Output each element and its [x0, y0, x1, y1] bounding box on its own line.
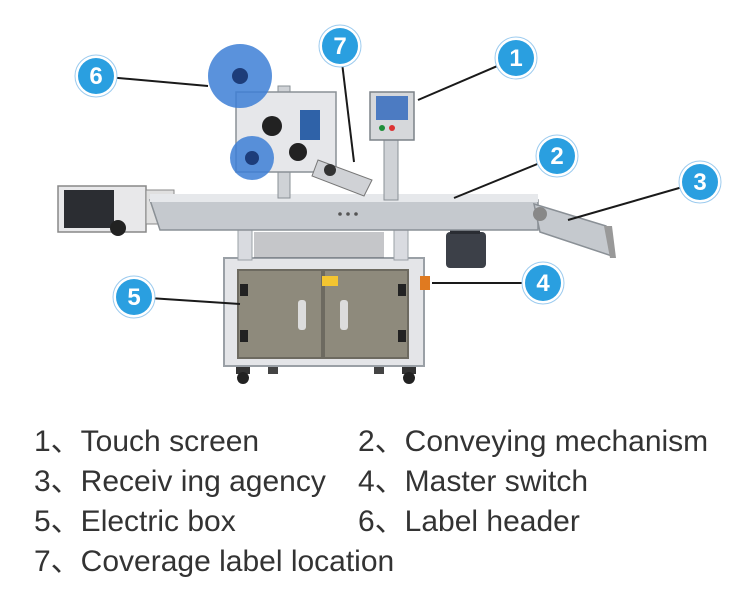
machine-illustration	[57, 44, 616, 384]
callout-circle	[525, 265, 561, 301]
callout-master-switch: 4	[521, 261, 565, 305]
motor	[446, 226, 486, 268]
callout-number: 5	[127, 284, 140, 311]
callout-number: 4	[536, 270, 550, 297]
callout-label-header: 6	[74, 54, 118, 98]
callout-number: 6	[89, 63, 102, 90]
infeed-unit	[57, 185, 175, 236]
callout-conveying-mechanism: 2	[535, 134, 579, 178]
callout-circle	[116, 279, 152, 315]
callout-number: 7	[333, 33, 346, 60]
callout-receiving-agency: 3	[678, 160, 722, 204]
label-header	[208, 44, 373, 199]
legend-item-master-switch: 4、Master switch	[358, 465, 589, 498]
legend-item-label-header: 6、Label header	[358, 505, 580, 538]
touch-screen	[369, 91, 415, 201]
legend-item-electric-box: 5、Electric box	[34, 505, 236, 538]
leader-line-receiving-agency	[567, 181, 701, 221]
receiving-agency	[532, 202, 616, 258]
callout-circle	[322, 28, 358, 64]
legend-item-coverage-label-location: 7、Coverage label location	[34, 545, 395, 578]
legend-item-touch-screen: 1、Touch screen	[34, 425, 260, 458]
legend-item-conveying-mechanism: 2、Conveying mechanism	[358, 425, 709, 458]
callout-coverage-label-location: 7	[318, 24, 362, 68]
callout-number: 2	[550, 143, 563, 170]
labeling-machine-diagram: 1 2 3 4 5 6 7	[57, 24, 722, 384]
callout-circle	[498, 40, 534, 76]
callout-number: 3	[693, 169, 706, 196]
callout-circle	[78, 58, 114, 94]
callout-badges: 1 2 3 4 5 6 7	[74, 24, 722, 319]
electric-box	[223, 257, 430, 367]
callout-number: 1	[509, 45, 522, 72]
callout-circle	[539, 138, 575, 174]
callout-electric-box: 5	[112, 275, 156, 319]
callout-touch-screen: 1	[494, 36, 538, 80]
conveying-mechanism	[148, 194, 539, 231]
legend-item-receiving-agency: 3、Receiv ing agency	[34, 465, 326, 498]
callout-circle	[682, 164, 718, 200]
legend: 1、Touch screen 2、Conveying mechanism 3、R…	[0, 412, 750, 599]
